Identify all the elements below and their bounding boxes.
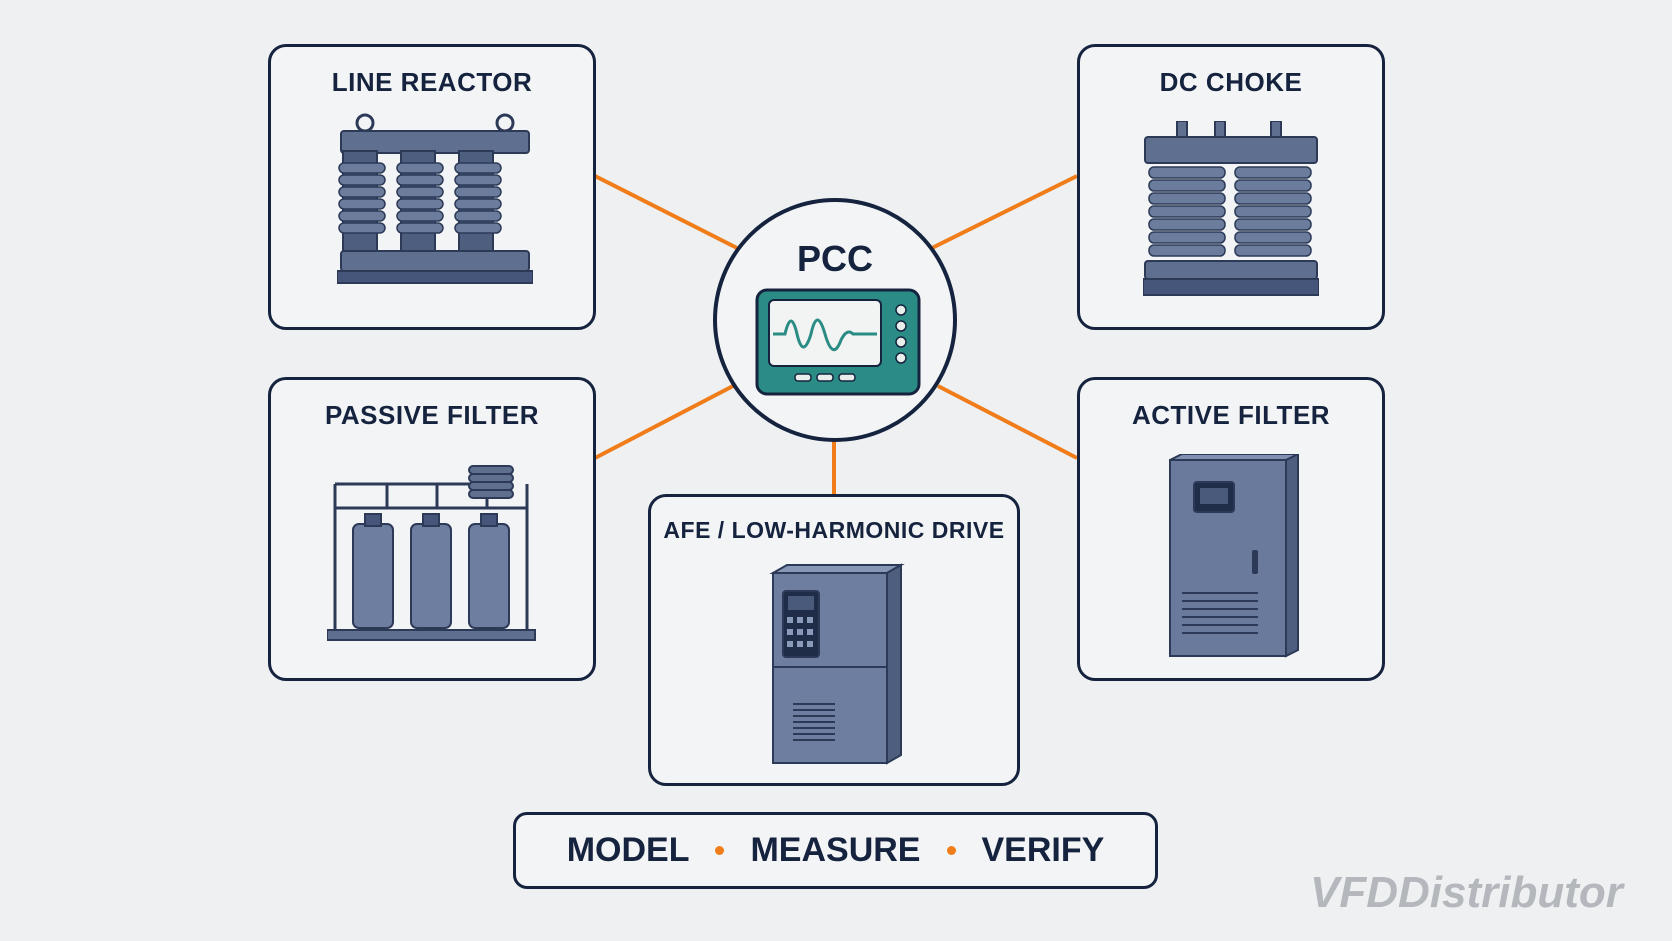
workflow-banner: MODEL MEASURE VERIFY — [513, 812, 1158, 889]
pcc-node: PCC — [713, 198, 957, 442]
dc-choke-card: DC CHOKE — [1077, 44, 1385, 330]
line-reactor-title: LINE REACTOR — [331, 67, 533, 97]
power-quality-analyzer-icon — [755, 288, 921, 396]
active-filter-title: ACTIVE FILTER — [1131, 400, 1331, 430]
watermark: VFDDistributor — [1310, 868, 1623, 917]
separator-dot — [946, 846, 956, 855]
step-model: MODEL — [566, 831, 690, 869]
line-reactor-card: LINE REACTOR — [268, 44, 596, 330]
connector-line-reactor — [594, 174, 738, 250]
dc-choke-title: DC CHOKE — [1159, 67, 1303, 97]
afe-drive-title: AFE / LOW-HARMONIC DRIVE — [663, 517, 1005, 543]
passive-filter-card: PASSIVE FILTER — [268, 377, 596, 681]
connector-active-filter — [937, 384, 1078, 460]
active-filter-cabinet-icon — [1169, 454, 1299, 658]
connector-passive-filter — [594, 384, 734, 460]
pcc-title: PCC — [796, 238, 873, 279]
connector-dc-choke — [931, 174, 1078, 250]
separator-dot — [715, 846, 725, 855]
passive-filter-bank-icon — [327, 465, 536, 641]
step-measure: MEASURE — [750, 831, 921, 869]
active-filter-card: ACTIVE FILTER — [1077, 377, 1385, 681]
dc-choke-icon — [1143, 121, 1319, 296]
passive-filter-title: PASSIVE FILTER — [324, 400, 540, 430]
vfd-drive-icon — [769, 563, 905, 765]
three-phase-reactor-icon — [337, 113, 533, 284]
afe-drive-card: AFE / LOW-HARMONIC DRIVE — [648, 494, 1020, 786]
step-verify: VERIFY — [981, 831, 1105, 869]
